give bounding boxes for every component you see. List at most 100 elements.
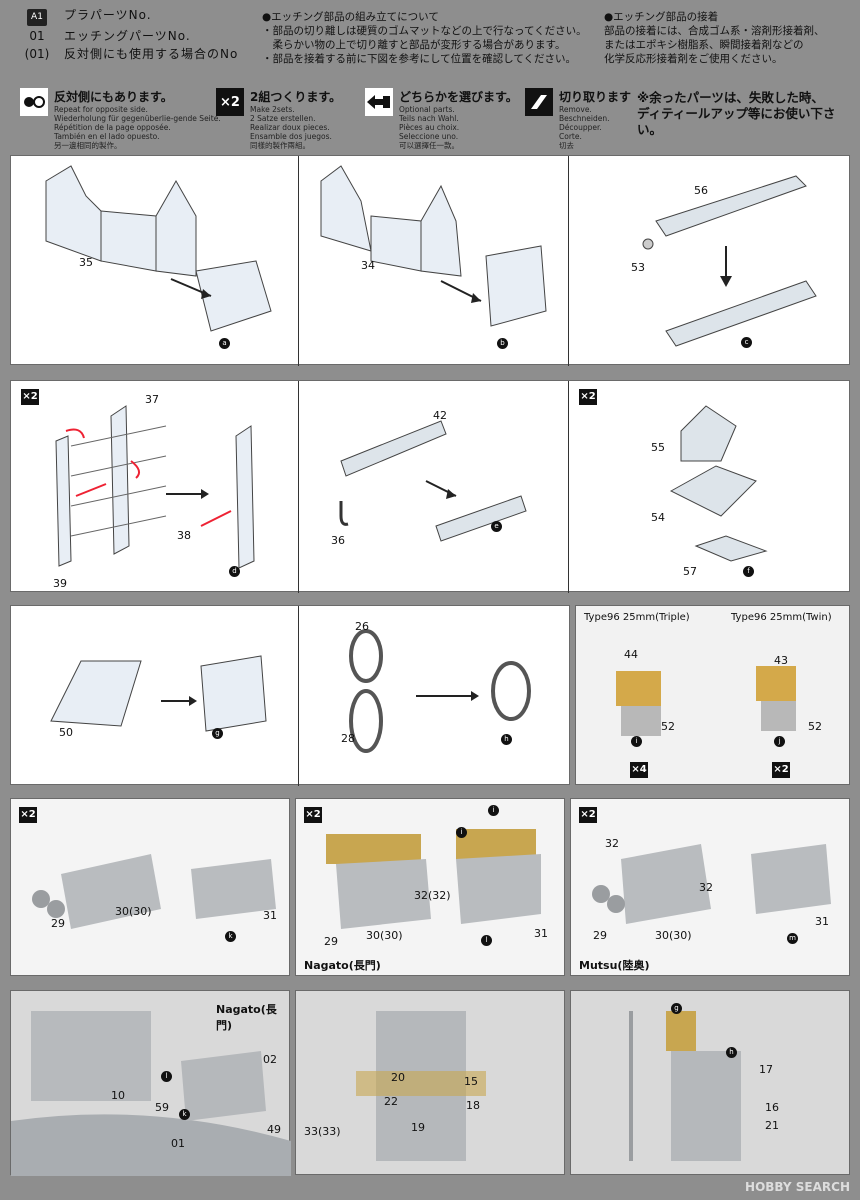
step-marker: m xyxy=(787,933,798,944)
bridge-frame-35-diagram xyxy=(45,165,272,332)
step-marker: d xyxy=(229,566,240,577)
nagato-caption: Nagato(長門) xyxy=(304,959,381,972)
adhesive-note-1: 部品の接着には、合成ゴム系・溶剤形接着剤、 xyxy=(604,25,825,37)
symbol-optional-title: どちらかを選びます。 xyxy=(399,90,518,104)
aa-gun-photos xyxy=(616,666,796,736)
count-badge: ×2 xyxy=(772,762,790,778)
photo-title-twin: Type96 25mm(Twin) xyxy=(731,612,832,623)
symbol-opposite-sub-3: Répétition de la page opposée. xyxy=(54,123,171,132)
symbol-optional-sub-1: Optional parts. xyxy=(399,105,455,114)
symbol-optional-sub-5: 可以選擇任一款。 xyxy=(399,141,459,150)
symbol-remove: 切り取ります Remove. Beschneiden. Découpper. C… xyxy=(525,88,631,150)
assembly-notes-title: ●エッチング部品の組み立てについて xyxy=(262,11,439,23)
symbol-make-two-sub-2: 2 Satze erstellen. xyxy=(250,114,316,123)
part-label: 22 xyxy=(384,1095,398,1108)
step-marker: k xyxy=(225,931,236,942)
bridge-frame-34-diagram xyxy=(320,165,547,327)
adhesive-note-2: またはエポキシ樹脂系、瞬間接着剤などの xyxy=(604,39,804,51)
photo-title-triple: Type96 25mm(Triple) xyxy=(584,612,690,623)
symbol-optional: どちらかを選びます。 Optional parts. Teils nach Wa… xyxy=(365,88,518,150)
warning-line-2: ディティールアップ等にお使い下さい。 xyxy=(637,106,836,137)
make-two-icon: ×2 xyxy=(216,88,244,116)
symbol-optional-sub-3: Pièces au choix. xyxy=(399,123,460,132)
part-label: 21 xyxy=(765,1119,779,1132)
symbol-make-two-sub-1: Make 2sets. xyxy=(250,105,295,114)
ship-photo-2: 20 15 22 18 33(33) 19 xyxy=(295,990,565,1175)
step-marker: b xyxy=(497,338,508,349)
step-row-3: 50 g 26 28 h xyxy=(10,605,570,786)
turret-render xyxy=(592,844,831,924)
spare-parts-warning: ※余ったパーツは、失敗した時、 ディティールアップ等にお使い下さい。 xyxy=(637,90,860,138)
part-label: 34 xyxy=(361,259,375,272)
symbol-make-two: ×2 2組つくります。 Make 2sets. 2 Satze erstelle… xyxy=(216,88,341,150)
step-marker: g xyxy=(671,1003,682,1014)
nagato-caption: Nagato(長門) xyxy=(216,1003,277,1032)
legend-num-opposite: (01) xyxy=(24,47,50,61)
symbol-opposite-sub-5: 另一邊相同的製作。 xyxy=(54,141,122,150)
symbol-make-two-sub-5: 同樣的製作兩組。 xyxy=(250,141,310,150)
adhesive-notes-title: ●エッチング部品の接着 xyxy=(604,11,719,23)
make-two-badge: ×2 xyxy=(579,807,597,823)
opposite-side-icon xyxy=(20,88,48,116)
part-label: 55 xyxy=(651,441,665,454)
part-label: 37 xyxy=(145,393,159,406)
part-label: 15 xyxy=(464,1075,478,1088)
assembly-note-1: ・部品の切り離しは硬質のゴムマットなどの上で行なってください。 xyxy=(262,25,587,37)
ship-render xyxy=(11,1011,291,1176)
symbol-optional-sub-2: Teils nach Wahl. xyxy=(399,114,459,123)
part-label: 19 xyxy=(411,1121,425,1134)
part-label: 52 xyxy=(661,720,675,733)
ship-render xyxy=(629,1011,741,1161)
optional-parts-icon xyxy=(365,88,393,116)
step-row-1: 35 a 34 b 56 53 c xyxy=(10,155,850,366)
divider xyxy=(568,381,569,593)
part-label: 26 xyxy=(355,620,369,633)
step-marker: h xyxy=(726,1047,737,1058)
turret-photo-mutsu: ×2 32 32 29 30(30) 31 m Mutsu(陸奥) xyxy=(570,798,850,976)
part-label: 39 xyxy=(53,577,67,590)
part-label: 32 xyxy=(605,837,619,850)
turret-photo-nagato: ×2 i i 32(32) 29 30(30) 31 l Nagato(長門) xyxy=(295,798,565,976)
symbol-remove-sub-4: Corte. xyxy=(559,132,582,141)
divider xyxy=(298,606,299,786)
part-label: 36 xyxy=(331,534,345,547)
step-marker: l xyxy=(161,1071,172,1082)
part-label: 32 xyxy=(699,881,713,894)
aa-gun-photo-panel: Type96 25mm(Triple) Type96 25mm(Twin) 44… xyxy=(575,605,850,785)
crane-arm-56-diagram xyxy=(642,175,817,347)
ship-photo-1: Nagato(長門) 02 l 10 59 k 49 01 xyxy=(10,990,291,1176)
symbol-remove-sub-5: 切去 xyxy=(559,141,574,150)
make-two-badge: ×2 xyxy=(579,389,597,405)
part-label: 57 xyxy=(683,565,697,578)
assembly-note-3: ・部品を接着する前に下図を参考にして位置を確認してください。 xyxy=(262,53,577,65)
part-label: 30(30) xyxy=(655,929,692,942)
mast-ladder-diagram xyxy=(55,405,255,569)
step-marker: c xyxy=(741,337,752,348)
symbol-remove-title: 切り取ります xyxy=(559,90,632,104)
part-label: 29 xyxy=(51,917,65,930)
watermark-logo: HOBBY SEARCH xyxy=(745,1180,850,1194)
adhesive-notes: ●エッチング部品の接着 部品の接着には、合成ゴム系・溶剤形接着剤、 またはエポキ… xyxy=(604,10,825,66)
railing-50-diagram xyxy=(50,655,267,732)
symbol-optional-sub-4: Seleccione uno. xyxy=(399,132,459,141)
part-label: 52 xyxy=(808,720,822,733)
legend-etch: エッチングパーツNo. xyxy=(64,29,191,43)
part-label: 18 xyxy=(466,1099,480,1112)
part-label: 43 xyxy=(774,654,788,667)
ship-render xyxy=(356,1011,486,1161)
adhesive-note-3: 化学反応形接着剤をご使用ください。 xyxy=(604,53,783,65)
turret-render xyxy=(32,854,276,929)
part-label: 53 xyxy=(631,261,645,274)
turret-render xyxy=(326,829,541,929)
count-badge: ×4 xyxy=(630,762,648,778)
legend-badge: A1 xyxy=(27,9,47,26)
part-label: 01 xyxy=(171,1137,185,1150)
ring-26-diagram xyxy=(349,629,531,753)
part-label: 42 xyxy=(433,409,447,422)
assembly-note-2: 柔らかい物の上で切り離すと部品が変形する場合があります。 xyxy=(262,39,566,51)
step-marker: i xyxy=(488,805,499,816)
legend-opposite: 反対側にも使用する場合のNo xyxy=(64,47,239,61)
symbol-legend: 反対側にもあります。 Repeat for opposite side. Wie… xyxy=(20,88,860,150)
symbol-opposite-title: 反対側にもあります。 xyxy=(54,90,173,104)
